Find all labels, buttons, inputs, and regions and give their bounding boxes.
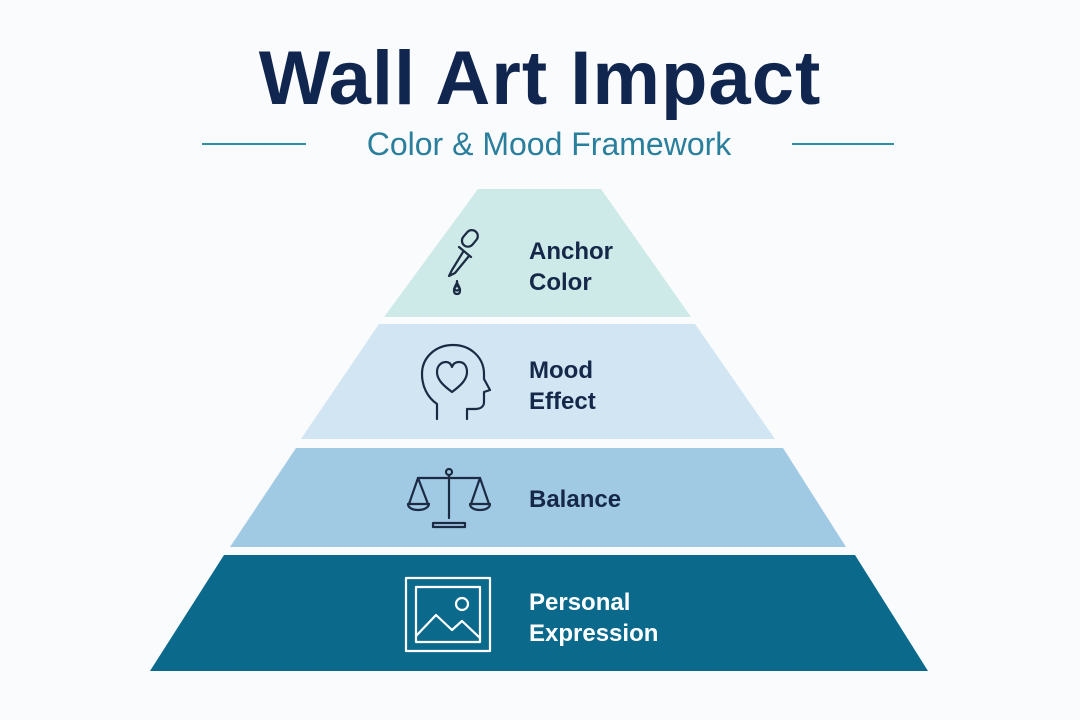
picture-frame-icon <box>404 576 492 653</box>
tier-label-anchor-color: Anchor Color <box>529 238 613 296</box>
tier-label-mood-effect: Mood Effect <box>529 357 596 415</box>
page-title: Wall Art Impact <box>258 36 822 121</box>
tier-personal-expression <box>150 555 928 671</box>
tier-balance <box>230 448 846 547</box>
tier-mood-effect <box>301 324 775 439</box>
subtitle: Color & Mood Framework <box>366 126 732 162</box>
scale-icon <box>406 467 492 529</box>
tier-label-balance: Balance <box>529 486 622 513</box>
tier-anchor-color <box>384 189 691 317</box>
subtitle-rule-left <box>202 143 306 145</box>
head-heart-icon <box>420 343 492 421</box>
subtitle-rule-right <box>792 143 894 145</box>
subtitle-row: Color & Mood Framework <box>0 122 1080 166</box>
eyedropper-icon <box>447 229 479 296</box>
tier-label-personal-expression: Personal Expression <box>529 589 659 647</box>
